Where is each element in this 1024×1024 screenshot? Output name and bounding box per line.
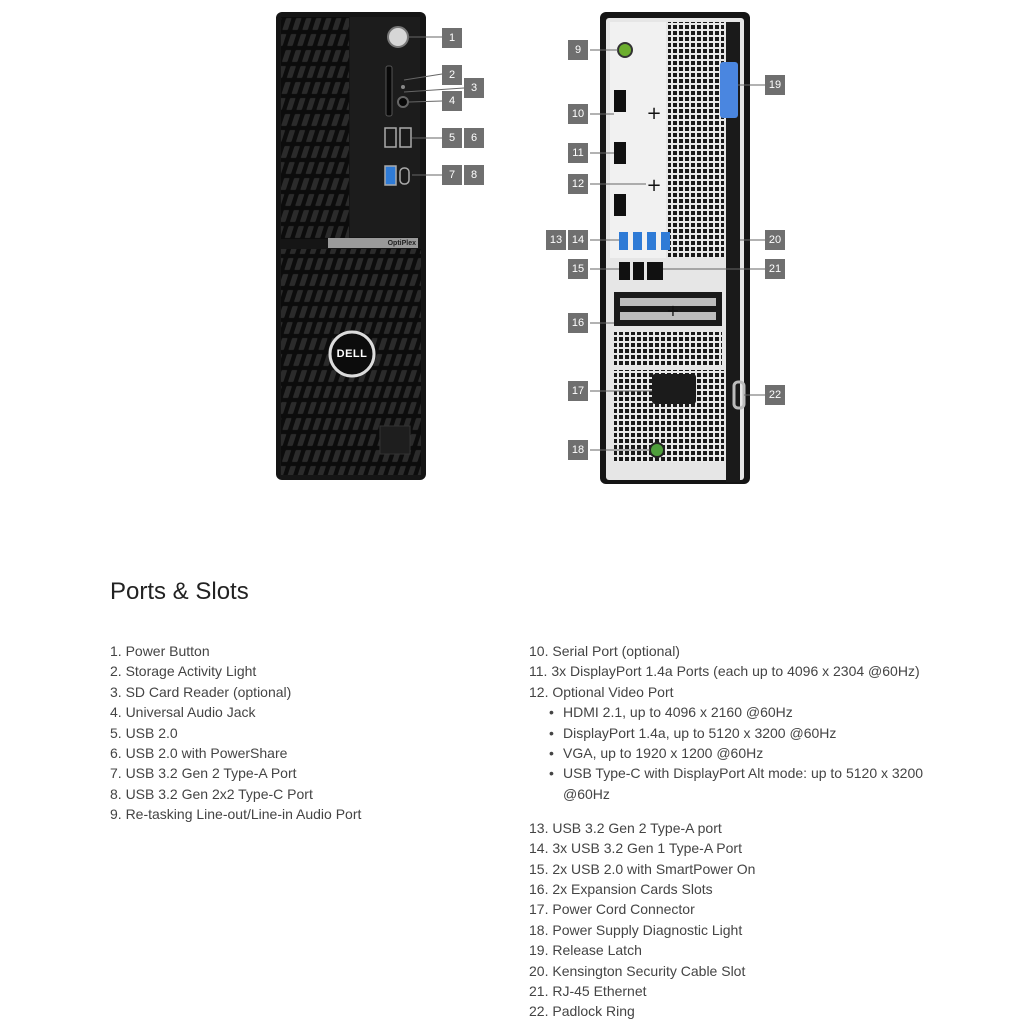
list-item: 17. Power Cord Connector <box>529 901 695 918</box>
sub-list-item: USB Type-C with DisplayPort Alt mode: up… <box>529 763 929 804</box>
callout-16: 16 <box>568 313 588 333</box>
back-view: + + + <box>590 12 765 484</box>
list-item: 3. SD Card Reader (optional) <box>110 683 292 700</box>
svg-text:+: + <box>646 103 661 124</box>
list-item: 8. USB 3.2 Gen 2x2 Type-C Port <box>110 785 313 802</box>
sub-list-item: DisplayPort 1.4a, up to 5120 x 3200 @60H… <box>529 723 929 744</box>
list-item: 12. Optional Video Port <box>529 683 674 700</box>
list-item: 14. 3x USB 3.2 Gen 1 Type-A Port <box>529 840 742 857</box>
callout-21: 21 <box>765 259 785 279</box>
callout-3: 3 <box>464 78 484 98</box>
list-item: 2. Storage Activity Light <box>110 663 257 680</box>
product-figure: + + + <box>276 12 785 484</box>
callout-13: 13 <box>546 230 566 250</box>
list-item: 5. USB 2.0 <box>110 724 178 741</box>
list-item: 1. Power Button <box>110 643 210 659</box>
callout-15: 15 <box>568 259 588 279</box>
list-item: 18. Power Supply Diagnostic Light <box>529 921 743 938</box>
list-item: 11. 3x DisplayPort 1.4a Ports (each up t… <box>529 663 920 680</box>
list-item: 20. Kensington Security Cable Slot <box>529 962 746 979</box>
list-item: 21. RJ-45 Ethernet <box>529 983 647 999</box>
ports-list-left: 1. Power Button 2. Storage Activity Ligh… <box>110 641 490 825</box>
callout-14: 14 <box>568 230 588 250</box>
callout-11: 11 <box>568 143 588 163</box>
callout-4: 4 <box>442 91 462 111</box>
list-item: 7. USB 3.2 Gen 2 Type-A Port <box>110 765 297 782</box>
ports-list-right: 10. Serial Port (optional) 11. 3x Displa… <box>529 641 929 1022</box>
list-item: 6. USB 2.0 with PowerShare <box>110 745 288 762</box>
svg-text:+: + <box>666 301 679 320</box>
callout-22: 22 <box>765 385 785 405</box>
callout-12: 12 <box>568 174 588 194</box>
dell-logo: DELL <box>336 348 368 360</box>
callout-2: 2 <box>442 65 462 85</box>
list-item: 10. Serial Port (optional) <box>529 643 680 659</box>
list-item: 9. Re-tasking Line-out/Line-in Audio Por… <box>110 806 362 823</box>
callout-6: 6 <box>464 128 484 148</box>
list-item: 22. Padlock Ring <box>529 1003 635 1020</box>
callout-19: 19 <box>765 75 785 95</box>
sub-list-item: VGA, up to 1920 x 1200 @60Hz <box>529 743 929 764</box>
section-title: Ports & Slots <box>110 578 249 605</box>
callout-1: 1 <box>442 28 462 48</box>
list-item: 19. Release Latch <box>529 942 642 959</box>
callout-18: 18 <box>568 440 588 460</box>
optiplex-badge: OptiPlex <box>387 240 416 247</box>
sub-list-item: HDMI 2.1, up to 4096 x 2160 @60Hz <box>529 702 929 723</box>
list-item: 13. USB 3.2 Gen 2 Type-A port <box>529 819 722 836</box>
callout-20: 20 <box>765 230 785 250</box>
list-spacer <box>529 804 929 818</box>
callout-8: 8 <box>464 165 484 185</box>
list-item: 16. 2x Expansion Cards Slots <box>529 880 713 897</box>
computer-illustration: + + + <box>276 12 765 484</box>
front-view <box>276 12 465 480</box>
list-item: 15. 2x USB 2.0 with SmartPower On <box>529 860 756 877</box>
list-item: 4. Universal Audio Jack <box>110 704 256 721</box>
callout-10: 10 <box>568 104 588 124</box>
callout-5: 5 <box>442 128 462 148</box>
callout-9: 9 <box>568 40 588 60</box>
callout-7: 7 <box>442 165 462 185</box>
svg-text:+: + <box>646 175 661 196</box>
callout-17: 17 <box>568 381 588 401</box>
